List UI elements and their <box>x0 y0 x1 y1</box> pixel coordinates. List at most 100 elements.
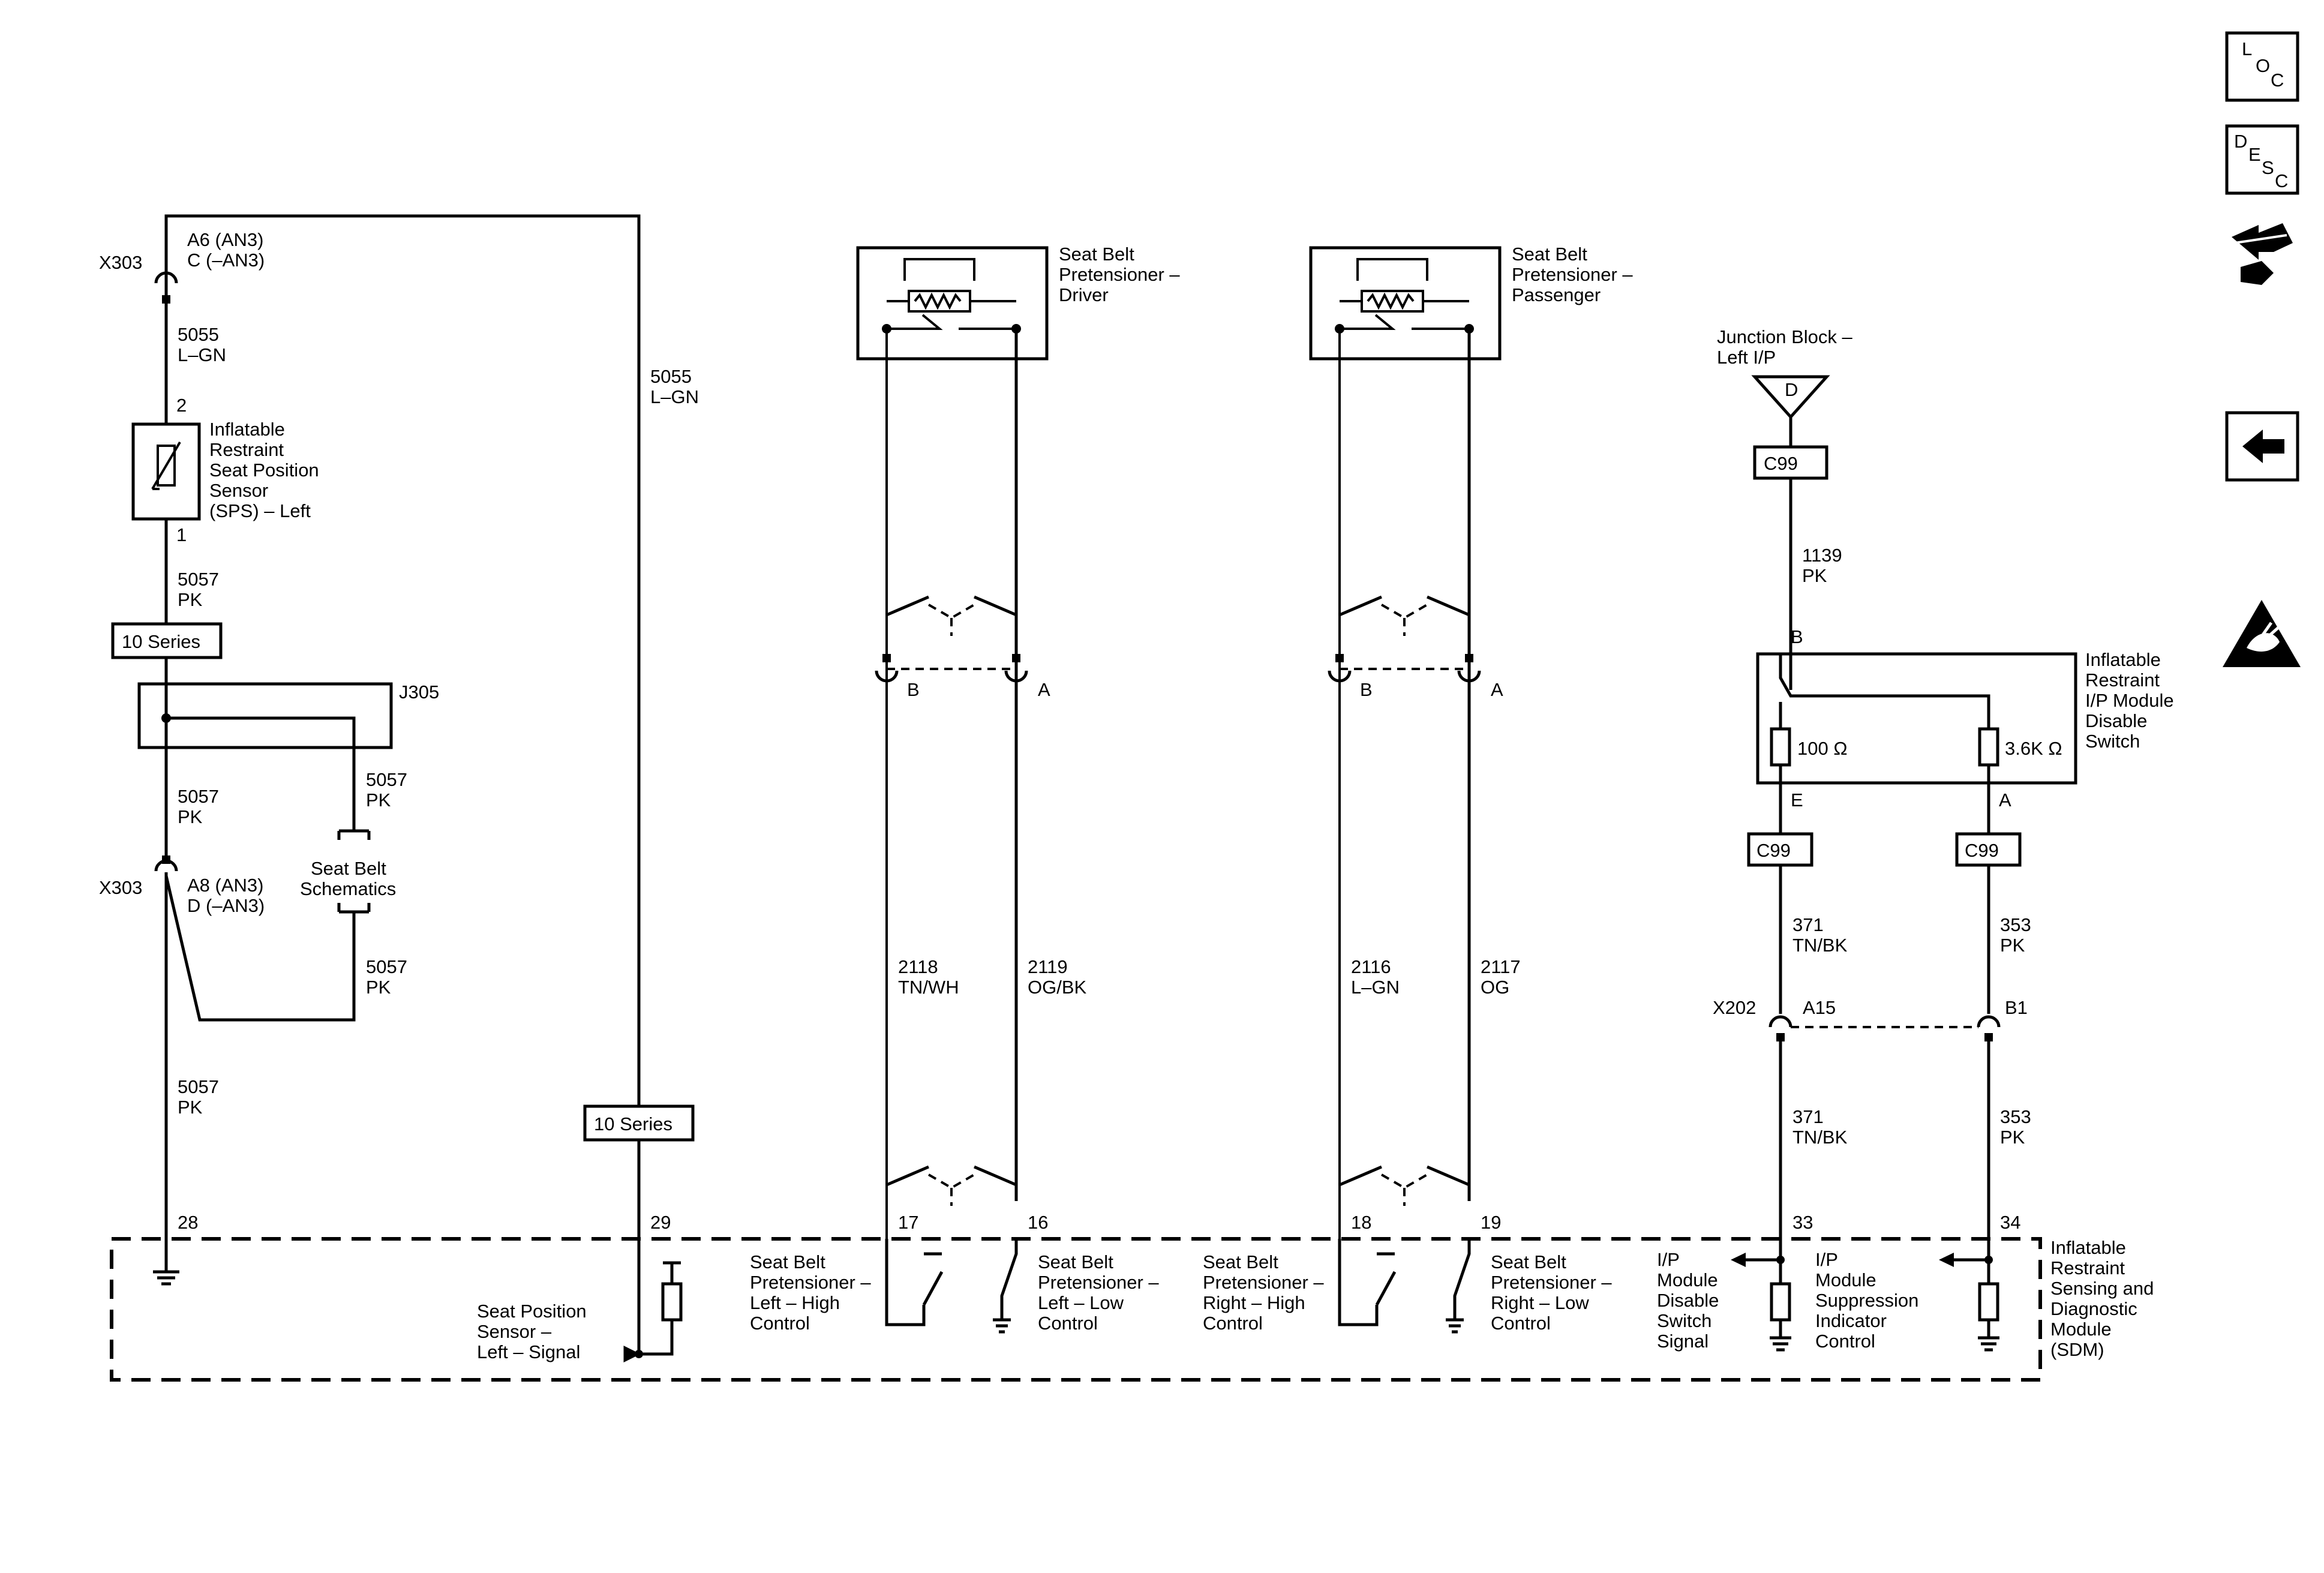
wire-371-a-color: TN/BK <box>1792 935 1848 956</box>
sdm-left-high-3: Left – High <box>750 1292 840 1313</box>
resistor-100-label: 100 Ω <box>1797 738 1848 759</box>
sps-pin-2: 2 <box>176 395 187 416</box>
sdm-pin-16: 16 <box>1028 1212 1048 1233</box>
resistor-100 <box>1770 727 1791 767</box>
sdm-disable-signal-2: Module <box>1657 1269 1718 1290</box>
pretensioner-driver-box <box>856 246 1049 361</box>
wire-5057-d-color: PK <box>366 977 391 998</box>
wire-2118-number: 2118 <box>898 956 938 977</box>
sps-pin-1: 1 <box>176 524 187 545</box>
sdm-label-6: (SDM) <box>2050 1339 2104 1360</box>
wire-5057-d-number: 5057 <box>366 956 407 977</box>
wire-2117-number: 2117 <box>1481 956 1521 977</box>
junction-block-d: D <box>1785 379 1798 400</box>
connector-end-view-icon[interactable] <box>2232 223 2293 285</box>
disable-switch-label-4: Disable <box>2085 710 2147 731</box>
sdm-suppression-1: I/P <box>1815 1249 1838 1270</box>
wire-5057-c-number: 5057 <box>366 769 407 790</box>
sdm-label-1: Inflatable <box>2050 1237 2126 1258</box>
wire-353-b-number: 353 <box>2000 1106 2031 1127</box>
x303-top-label: X303 <box>99 252 142 273</box>
sdm-right-high-4: Control <box>1203 1313 1263 1334</box>
sdm-disable-signal-5: Signal <box>1657 1331 1709 1352</box>
wire-5055-right-number: 5055 <box>650 366 692 387</box>
wire-5057-a-number: 5057 <box>178 569 219 590</box>
sdm-disable-signal-3: Disable <box>1657 1290 1719 1311</box>
sdm-sps-signal-2: Sensor – <box>477 1321 552 1342</box>
passenger-pin-a: A <box>1491 679 1503 700</box>
c99-lower-right-label: C99 <box>1965 840 1999 861</box>
sdm-disable-signal-4: Switch <box>1657 1310 1712 1331</box>
x303-top-pin-a6: A6 (AN3) <box>187 229 263 250</box>
wire-371-a-number: 371 <box>1792 914 1824 935</box>
junction-block-label-1: Junction Block – <box>1717 326 1852 347</box>
disable-switch-label-2: Restraint <box>2085 670 2160 691</box>
seat-belt-schematics-line1[interactable]: Seat Belt <box>311 858 386 879</box>
wire-353-a-number: 353 <box>2000 914 2031 935</box>
wire-5055-right-color: L–GN <box>650 386 699 407</box>
x303-bottom-label: X303 <box>99 877 142 898</box>
wire-5057-e-number: 5057 <box>178 1076 219 1097</box>
sdm-label-2: Restraint <box>2050 1257 2125 1278</box>
sdm-label-5: Module <box>2050 1319 2112 1340</box>
wire-5057-a-color: PK <box>178 589 203 610</box>
location-icon[interactable]: L O C <box>2225 31 2299 102</box>
seat-belt-schematics-line2[interactable]: Schematics <box>300 878 396 899</box>
sdm-left-low-3: Left – Low <box>1038 1292 1124 1313</box>
x202-pin-a15: A15 <box>1803 997 1836 1018</box>
wire-5057-b-color: PK <box>178 806 203 827</box>
description-icon[interactable]: D E S C <box>2225 124 2299 195</box>
sdm-suppression-2: Module <box>1815 1269 1876 1290</box>
c99-lower-right <box>1955 832 2022 867</box>
switch-pin-a: A <box>1999 789 2011 810</box>
wire-371-b-color: TN/BK <box>1792 1127 1848 1148</box>
wire-2119-number: 2119 <box>1028 956 1068 977</box>
sdm-left-high-1: Seat Belt <box>750 1251 825 1272</box>
wire-2116-color: L–GN <box>1351 977 1400 998</box>
sdm-suppression-5: Control <box>1815 1331 1875 1352</box>
ten-series-right-label: 10 Series <box>594 1113 672 1134</box>
sdm-left-low-2: Pretensioner – <box>1038 1272 1159 1293</box>
switch-pin-e: E <box>1791 789 1803 810</box>
wire-371-b-number: 371 <box>1792 1106 1824 1127</box>
ten-series-left-label: 10 Series <box>122 631 200 652</box>
sidebar: L O C D E S C <box>2223 31 2301 667</box>
ten-series-box-right <box>583 1104 695 1142</box>
junction-block-label-2: Left I/P <box>1717 347 1776 368</box>
wire-2119-color: OG/BK <box>1028 977 1087 998</box>
sdm-pin-17: 17 <box>898 1212 918 1233</box>
wire-5055-left-number: 5055 <box>178 324 219 345</box>
disable-switch-circuit: Junction Block – Left I/P D C99 1139 PK … <box>1713 326 2174 1260</box>
passenger-pin-b: B <box>1360 679 1373 700</box>
pretensioner-passenger-circuit: Seat Belt Pretensioner – Passenger B A 2… <box>1309 244 1633 1325</box>
sps-sensor-box <box>131 422 201 521</box>
driver-pin-b: B <box>907 679 920 700</box>
sdm-sps-signal-1: Seat Position <box>477 1301 587 1322</box>
sdm-pin-19: 19 <box>1481 1212 1501 1233</box>
back-arrow-icon[interactable] <box>2225 411 2299 482</box>
sdm-left-low-1: Seat Belt <box>1038 1251 1113 1272</box>
pretensioner-driver-label-1: Seat Belt <box>1059 244 1134 265</box>
sdm-right-high-3: Right – High <box>1203 1292 1305 1313</box>
j305-label: J305 <box>399 682 439 703</box>
resistor-3-6k-label: 3.6K Ω <box>2005 738 2062 759</box>
sdm-right-low-2: Pretensioner – <box>1491 1272 1612 1293</box>
loc-letter-l: L <box>2242 38 2252 59</box>
sdm-pin-28: 28 <box>178 1212 198 1233</box>
driver-pin-a: A <box>1038 679 1050 700</box>
wire-5057-c-color: PK <box>366 789 391 810</box>
sdm-module: Inflatable Restraint Sensing and Diagnos… <box>110 1237 2154 1382</box>
wire-2117-color: OG <box>1481 977 1509 998</box>
sdm-right-low-1: Seat Belt <box>1491 1251 1566 1272</box>
wire-1139-number: 1139 <box>1802 545 1842 566</box>
sps-circuit: X303 A6 (AN3) C (–AN3) 5055 L–GN 5055 L–… <box>99 214 699 1354</box>
sdm-left-high-4: Control <box>750 1313 810 1334</box>
desc-letter-s: S <box>2262 157 2274 178</box>
x202-label: X202 <box>1713 997 1756 1018</box>
resistor-3-6k <box>1978 727 1999 767</box>
wire-353-b-color: PK <box>2000 1127 2025 1148</box>
sdm-suppression-3: Suppression <box>1815 1290 1918 1311</box>
j305-splice-box <box>137 682 393 749</box>
wire-5055-left-color: L–GN <box>178 344 226 365</box>
